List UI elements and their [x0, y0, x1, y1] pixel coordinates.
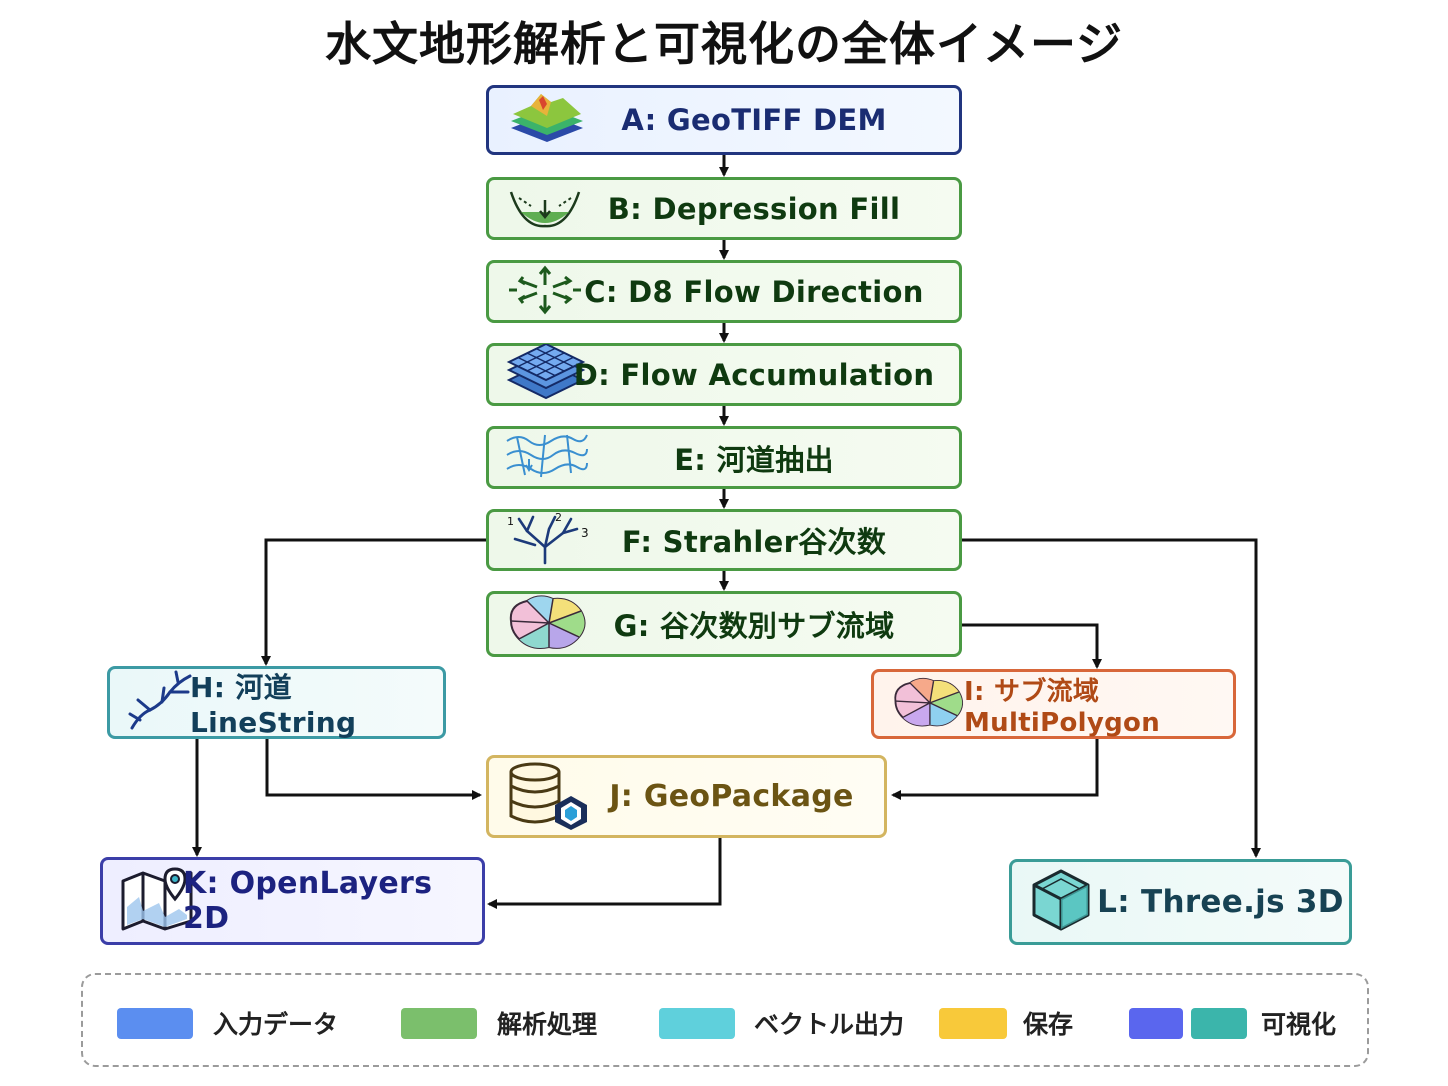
node-a-geotiff-dem: A: GeoTIFF DEM [486, 85, 962, 155]
node-j-label: J: GeoPackage [609, 779, 854, 814]
cube-icon [1028, 867, 1094, 937]
node-i-label: I: サブ流域MultiPolygon [964, 676, 1160, 738]
subbasin-map-icon [505, 591, 591, 657]
node-i-subbasin-multipolygon: I: サブ流域MultiPolygon [871, 669, 1236, 739]
edge-f-h [261, 538, 487, 666]
d8-arrows-icon [505, 263, 585, 321]
page-title: 水文地形解析と可視化の全体イメージ [324, 17, 1124, 71]
edge-g-i [961, 623, 1102, 669]
node-d-flow-accumulation: D: Flow Accumulation [486, 342, 962, 406]
node-c-d8-flow-direction: C: D8 Flow Direction [486, 260, 962, 323]
channel-network-icon [505, 429, 589, 487]
legend-swatch-analysis [401, 1008, 477, 1039]
node-h-label: H: 河道LineString [190, 671, 357, 739]
node-e-label: E: 河道抽出 [674, 442, 834, 477]
map-pin-icon [119, 867, 195, 935]
node-j-geopackage: J: GeoPackage [486, 755, 887, 838]
edge-f-l [961, 538, 1261, 858]
legend-swatch-vector [659, 1008, 735, 1039]
grid-layers-icon [505, 342, 587, 406]
legend-label-storage: 保存 [1023, 1010, 1074, 1039]
node-g-subbasins-by-order: G: 谷次数別サブ流域 [486, 591, 962, 657]
edge-i-j [891, 739, 1099, 800]
subbasin-polygon-icon [890, 673, 968, 735]
depression-fill-icon [505, 184, 585, 234]
node-k-label: K: OpenLayers 2D [183, 866, 433, 936]
node-g-label: G: 谷次数別サブ流域 [613, 609, 895, 643]
strahler-order-1: 1 [507, 515, 514, 528]
node-b-depression-fill: B: Depression Fill [486, 177, 962, 240]
node-l-threejs-3d: L: Three.js 3D [1009, 859, 1352, 945]
node-f-strahler-order: 1 2 3 F: Strahler谷次数 [486, 509, 962, 571]
strahler-tree-icon: 1 2 3 [505, 511, 589, 569]
legend-swatch-view3d [1191, 1008, 1247, 1039]
dem-layers-icon [507, 90, 587, 150]
node-k-openlayers-2d: K: OpenLayers 2D [100, 857, 485, 945]
node-l-label: L: Three.js 3D [1097, 884, 1344, 920]
node-c-label: C: D8 Flow Direction [584, 274, 924, 309]
strahler-order-3: 3 [581, 526, 589, 540]
legend-label-vector: ベクトル出力 [754, 1010, 905, 1039]
legend-label-input: 入力データ [213, 1010, 339, 1039]
legend-label-analysis: 解析処理 [497, 1010, 598, 1039]
river-line-icon [126, 670, 200, 736]
node-e-channel-extraction: E: 河道抽出 [486, 426, 962, 489]
node-a-label: A: GeoTIFF DEM [621, 103, 887, 137]
node-f-label: F: Strahler谷次数 [621, 525, 887, 559]
legend: 入力データ 解析処理 ベクトル出力 保存 可視化 [81, 973, 1369, 1067]
node-h-channel-linestring: H: 河道LineString [107, 666, 446, 739]
legend-swatch-storage [939, 1008, 1007, 1039]
legend-label-visualization: 可視化 [1261, 1010, 1337, 1039]
legend-swatch-input [117, 1008, 193, 1039]
edge-j-k [487, 838, 722, 909]
node-d-label: D: Flow Accumulation [573, 357, 935, 392]
edge-h-j [265, 739, 482, 800]
node-b-label: B: Depression Fill [607, 191, 901, 226]
strahler-order-2: 2 [555, 511, 562, 524]
legend-swatch-view2d [1129, 1008, 1183, 1039]
database-icon [505, 760, 591, 834]
